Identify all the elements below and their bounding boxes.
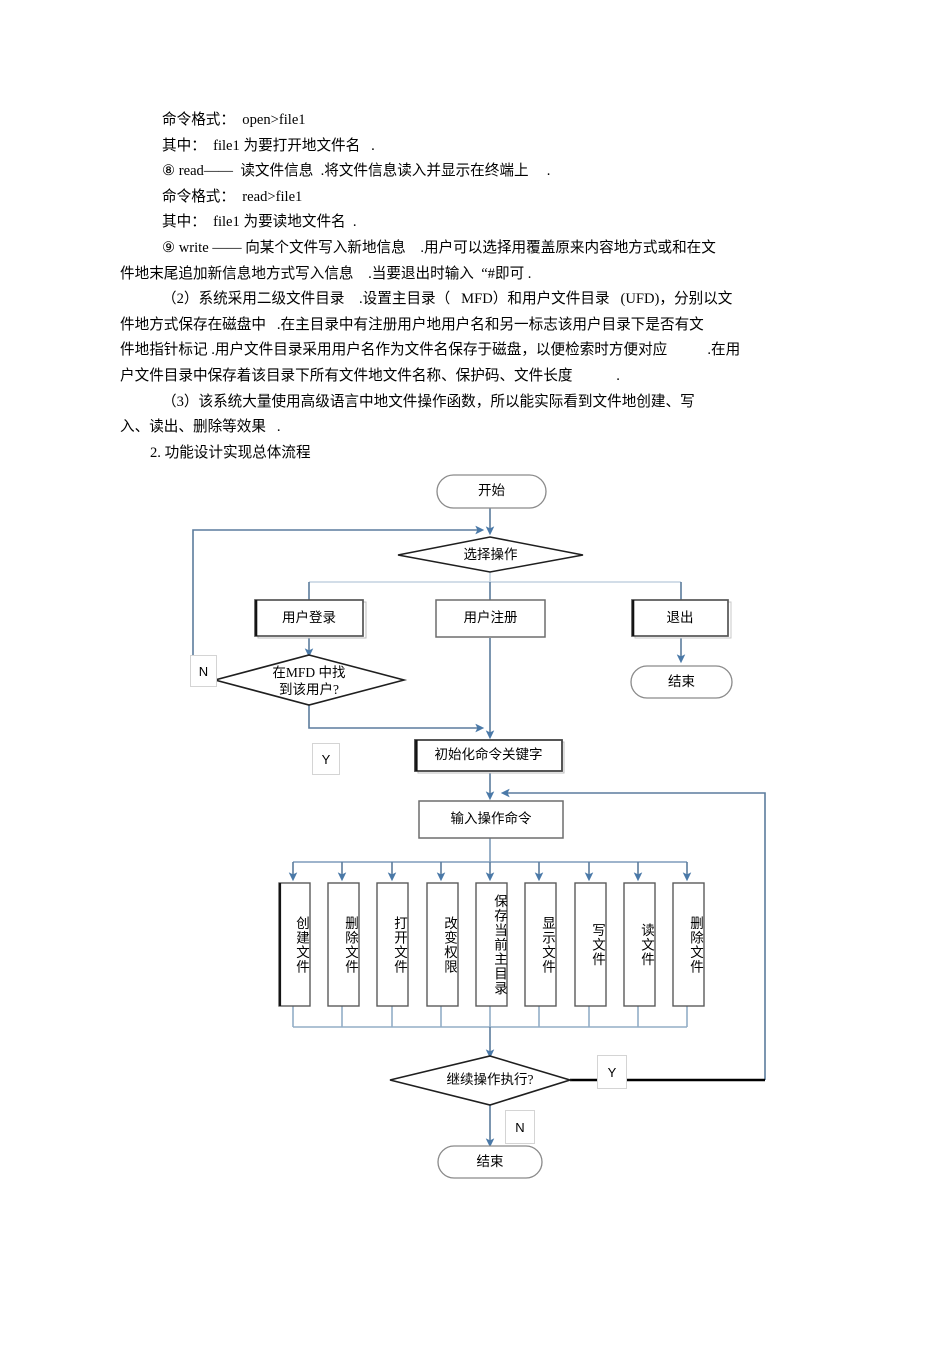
paragraph: ⑧ read—— 读文件信息 .将文件信息读入并显示在终端上 . — [162, 163, 551, 180]
paragraph: ⑨ write —— 向某个文件写入新地信息 .用户可以选择用覆盖原来内容地方式… — [162, 239, 716, 256]
operation-label-7: 读文件 — [639, 923, 654, 967]
node-exit — [631, 599, 729, 637]
paragraph: 2. 功能设计实现总体流程 — [150, 444, 311, 461]
paragraph: 命令格式： read>file1 — [162, 188, 303, 205]
paragraph: 入、读出、删除等效果 . — [120, 419, 281, 436]
operation-label-0: 创建文件 — [294, 916, 309, 974]
node-find-in-mfd — [211, 654, 408, 706]
node-select-op — [397, 536, 584, 573]
paragraph: （3）该系统大量使用高级语言中地文件操作函数，所以能实际看到文件地创建、写 — [162, 393, 695, 410]
node-start — [436, 474, 547, 509]
node-user-register — [435, 599, 546, 638]
paragraph: 其中： file1 为要打开地文件名 . — [162, 137, 375, 154]
node-user-login — [254, 599, 364, 637]
operation-label-8: 删除文件 — [688, 916, 703, 974]
edge-mfd-yes — [308, 705, 485, 733]
node-init-keywords — [414, 739, 563, 772]
paragraph: 件地方式保存在磁盘中 .在主目录中有注册用户地用户名和另一标志该用户目录下是否有… — [120, 316, 704, 333]
operation-label-6: 写文件 — [590, 923, 605, 967]
edge-label-mfd-no: N — [190, 655, 217, 687]
operation-label-4: 保存当前主目录 — [492, 894, 507, 996]
edge-label-mfd-yes: Y — [312, 743, 340, 775]
paragraph: 其中： file1 为要读地文件名 . — [162, 214, 357, 231]
paragraph: 件地指针标记 .用户文件目录采用用户名作为文件名保存于磁盘，以便检索时方便对应 … — [120, 342, 741, 359]
paragraph: （2）系统采用二级文件目录 .设置主目录（ MFD）和用户文件目录 (UFD)，… — [162, 291, 733, 308]
node-end-bottom — [437, 1145, 543, 1179]
node-end-right — [630, 665, 733, 699]
paragraph: 命令格式： open>file1 — [162, 112, 306, 128]
edge-continue-yes-return — [500, 788, 766, 1080]
document-body: 命令格式： open>file1 其中： file1 为要打开地文件名 . ⑧ re… — [120, 108, 832, 466]
operation-label-3: 改变权限 — [442, 916, 457, 974]
paragraph: 户文件目录中保存着该目录下所有文件地文件名称、保护码、文件长度 . — [120, 367, 620, 384]
flowchart: 开始 选择操作 用户登录 用户注册 退出 在MFD 中找 到该用户? 结束 初始… — [0, 455, 950, 1215]
edge-label-continue-yes: Y — [597, 1055, 627, 1089]
operation-label-1: 删除文件 — [343, 916, 358, 974]
paragraph: 件地末尾追加新信息地方式写入信息 .当要退出时输入 “#即可 . — [120, 265, 532, 282]
node-continue-exec — [389, 1055, 573, 1106]
operation-boxes — [278, 882, 705, 1007]
node-input-command — [418, 800, 564, 839]
operation-label-5: 显示文件 — [540, 916, 555, 974]
edge-label-continue-no: N — [505, 1110, 535, 1144]
operation-label-2: 打开文件 — [392, 916, 407, 974]
